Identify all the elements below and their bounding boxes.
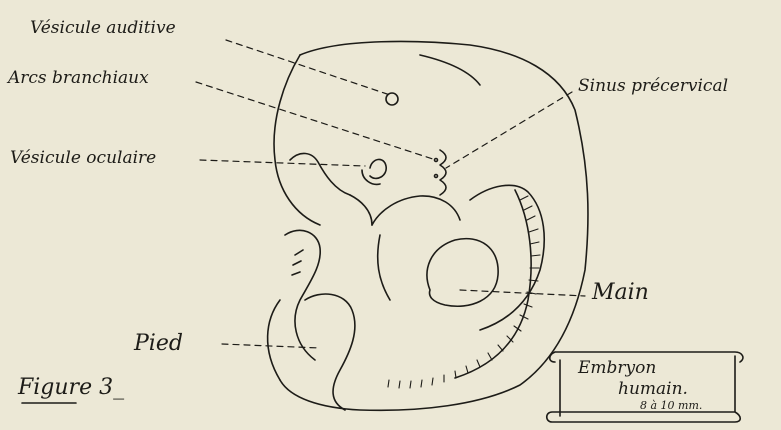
label-vesicule-auditive: Vésicule auditive	[30, 20, 176, 37]
scroll-line-1: Embryon	[578, 360, 656, 377]
eye-vesicle	[370, 159, 386, 178]
head-outline	[280, 41, 588, 410]
label-vesicule-oculaire: Vésicule oculaire	[10, 150, 156, 167]
label-sinus-precervical: Sinus précervical	[578, 78, 728, 95]
leader-arcs-branchiaux	[196, 82, 436, 160]
scroll-line-2: humain.	[618, 381, 688, 398]
branchial-arches	[440, 150, 446, 195]
heart-bulge	[372, 196, 460, 225]
head-top-contour	[274, 55, 320, 225]
leader-main	[460, 290, 585, 296]
leader-sinus	[446, 92, 572, 168]
leader-vesicule-auditive	[226, 40, 390, 95]
hand-bud	[427, 239, 498, 307]
somites	[388, 196, 540, 388]
scroll-line-3: 8 à 10 mm.	[640, 400, 702, 411]
leader-pied	[222, 344, 320, 348]
label-main: Main	[592, 282, 649, 304]
head-crest	[420, 55, 480, 85]
tail-fold	[305, 294, 355, 410]
label-arcs-branchiaux: Arcs branchiaux	[8, 70, 149, 87]
label-pied: Pied	[134, 333, 183, 355]
leader-vesicule-oculaire	[200, 160, 365, 166]
jaw-region	[290, 153, 350, 195]
figure-title: Figure 3_	[18, 377, 124, 399]
